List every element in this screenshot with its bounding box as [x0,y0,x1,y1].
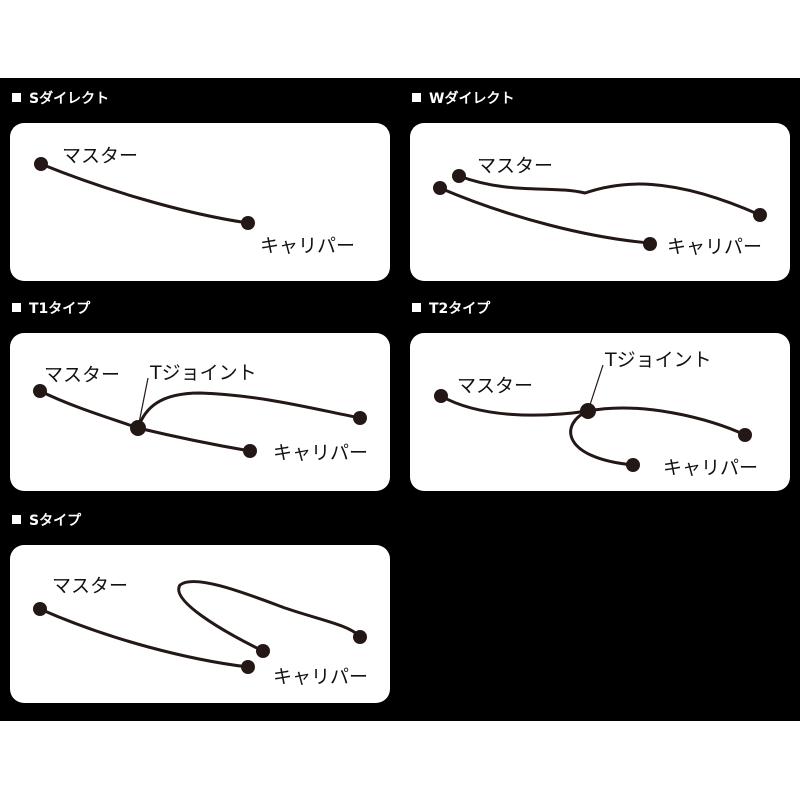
panel-title-t2-type: T2タイプ [412,298,490,318]
brake-hose-lower [39,607,249,669]
panel-w-direct: マスター キャリパー [410,123,790,281]
master-label: マスター [457,375,534,397]
master-point-lower [433,181,447,195]
panel-title-text: T2タイプ [429,301,491,317]
master-label: マスター [52,575,129,597]
master-point [434,389,448,403]
panel-title-s-direct: Sダイレクト [12,88,109,108]
square-bullet-icon [12,303,21,312]
panel-t1-type: マスター Tジョイント キャリパー [10,333,390,491]
square-bullet-icon [412,303,421,312]
caliper-point-left [243,444,257,458]
brake-hose-lower [439,186,651,245]
panel-title-t1-type: T1タイプ [12,298,90,318]
hose-diagram-w-direct [433,169,767,251]
brake-hose-upper [458,174,761,217]
panel-title-text: T1タイプ [29,301,91,317]
master-label: マスター [477,155,554,177]
tjoint-point [580,403,596,419]
hose-diagram-s-direct [34,157,255,230]
brake-hose-caliper-right [136,391,361,429]
diagram-board: Sダイレクト マスター キャリパー Wダイレクト マスター キャリパー T1タイ… [0,78,800,721]
caliper-point-right [753,208,767,222]
caliper-label: キャリパー [667,236,763,258]
tjoint-leader-line [587,364,604,412]
brake-hose-caliper-left [137,426,251,453]
brake-hose-master [440,394,589,417]
hose-diagram-s-type [33,580,367,674]
panel-title-w-direct: Wダイレクト [412,88,514,108]
tjoint-point [130,420,146,436]
brake-hose-caliper-left [569,409,634,467]
tjoint-leader-line [137,377,149,429]
panel-s-type: マスター キャリパー [10,545,390,703]
caliper-label: キャリパー [260,235,356,257]
square-bullet-icon [412,93,421,102]
panel-t2-type: マスター Tジョイント キャリパー [410,333,790,491]
square-bullet-icon [12,515,21,524]
caliper-point-left [626,458,640,472]
caliper-point [241,216,255,230]
master-point [34,157,48,171]
caliper-point-left [643,237,657,251]
brake-hose [40,162,249,225]
caliper-point-middle [256,644,270,658]
caliper-label: キャリパー [663,457,759,479]
brake-hose-loop [177,580,362,653]
master-point [33,384,47,398]
hose-diagram-t2-type [434,364,752,472]
caliper-point-right [353,411,367,425]
panel-s-direct: マスター キャリパー [10,123,390,281]
hose-diagram-t1-type [33,377,367,458]
master-label: マスター [62,145,139,167]
panel-title-text: Wダイレクト [429,91,515,107]
panel-title-s-type: Sタイプ [12,510,81,530]
tjoint-label: Tジョイント [150,362,257,384]
master-point-upper [452,169,466,183]
tjoint-label: Tジョイント [605,349,712,371]
brake-hose-master [39,389,139,430]
caliper-point-right [353,630,367,644]
square-bullet-icon [12,93,21,102]
master-label: マスター [44,364,121,386]
caliper-label: キャリパー [273,666,369,688]
panel-title-text: Sタイプ [29,513,82,529]
panel-title-text: Sダイレクト [29,91,110,107]
caliper-point-right [738,428,752,442]
master-point [33,602,47,616]
caliper-label: キャリパー [273,442,369,464]
brake-hose-caliper-right [587,406,746,437]
caliper-point-left [241,660,255,674]
